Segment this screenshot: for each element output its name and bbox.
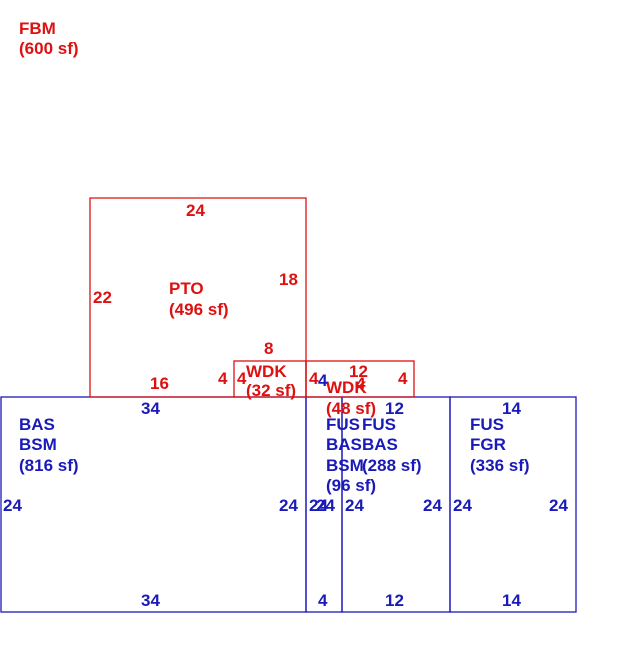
fus-fgr-area-outline[interactable] bbox=[449, 396, 577, 613]
wdk2-dim-top: 12 bbox=[349, 362, 368, 381]
fus2-dim-top: 12 bbox=[385, 399, 404, 418]
bas-line2-label: BSM bbox=[19, 435, 57, 454]
fus2-area-label: (288 sf) bbox=[362, 456, 422, 475]
wdk1-code-label: WDK bbox=[246, 362, 287, 381]
wdk2-area-label: (48 sf) bbox=[326, 399, 376, 418]
wdk1-area-label: (32 sf) bbox=[246, 381, 296, 400]
pto-code-label: PTO bbox=[169, 279, 204, 298]
pto-area-label: (496 sf) bbox=[169, 300, 229, 319]
pto-dim-notch-a: 4 bbox=[218, 369, 228, 388]
bas-line1-label: BAS bbox=[19, 415, 55, 434]
fus3-line1-label: FUS bbox=[470, 415, 504, 434]
fus2-dim-right: 24 bbox=[423, 496, 442, 515]
bas-dim-top: 34 bbox=[141, 399, 160, 418]
fus3-dim-top: 14 bbox=[502, 399, 521, 418]
pto-dim-left: 22 bbox=[93, 288, 112, 307]
fus1-line3-label: BSM bbox=[326, 456, 364, 475]
wdk-area-outline-2[interactable] bbox=[305, 360, 415, 398]
pto-dim-right: 18 bbox=[279, 270, 298, 289]
fbm-code-label: FBM bbox=[19, 19, 56, 38]
pto-dim-notch-b: 4 bbox=[237, 369, 247, 388]
fus1-line1-label: FUS bbox=[326, 415, 360, 434]
bas-dim-left: 24 bbox=[3, 496, 22, 515]
wdk2-dim-right: 4 bbox=[398, 369, 408, 388]
fus2-line2-label: BAS bbox=[362, 435, 398, 454]
fus2-dim-left: 24 bbox=[345, 496, 364, 515]
fus1-dim-left: 24 bbox=[309, 496, 328, 515]
pto-dim-notch-height: 8 bbox=[264, 339, 273, 358]
fus1-line2-label: BAS bbox=[326, 435, 362, 454]
fus1-dim-bottom: 4 bbox=[318, 591, 328, 610]
fus1-dim-top: 4 bbox=[318, 371, 328, 390]
fus3-dim-bottom: 14 bbox=[502, 591, 521, 610]
wdk2-code-label: WDK bbox=[326, 378, 367, 397]
wdk2-dim-mid: 4 bbox=[356, 374, 366, 393]
bas-dim-bottom: 34 bbox=[141, 591, 160, 610]
bas-area-label: (816 sf) bbox=[19, 456, 79, 475]
fus1-dim-right: 24 bbox=[316, 496, 335, 515]
bas-dim-right: 24 bbox=[279, 496, 298, 515]
pto-area-outline[interactable] bbox=[89, 197, 307, 398]
wdk1-dim-right: 4 bbox=[309, 369, 319, 388]
fus2-line1-label: FUS bbox=[362, 415, 396, 434]
fus3-line2-label: FGR bbox=[470, 435, 506, 454]
fus3-area-label: (336 sf) bbox=[470, 456, 530, 475]
pto-dim-bottom: 16 bbox=[150, 374, 169, 393]
fus3-dim-right: 24 bbox=[549, 496, 568, 515]
fus3-dim-left: 24 bbox=[453, 496, 472, 515]
fus2-dim-bottom: 12 bbox=[385, 591, 404, 610]
fbm-area-label: (600 sf) bbox=[19, 39, 79, 58]
pto-dim-top: 24 bbox=[186, 201, 205, 220]
fus1-area-label: (96 sf) bbox=[326, 476, 376, 495]
